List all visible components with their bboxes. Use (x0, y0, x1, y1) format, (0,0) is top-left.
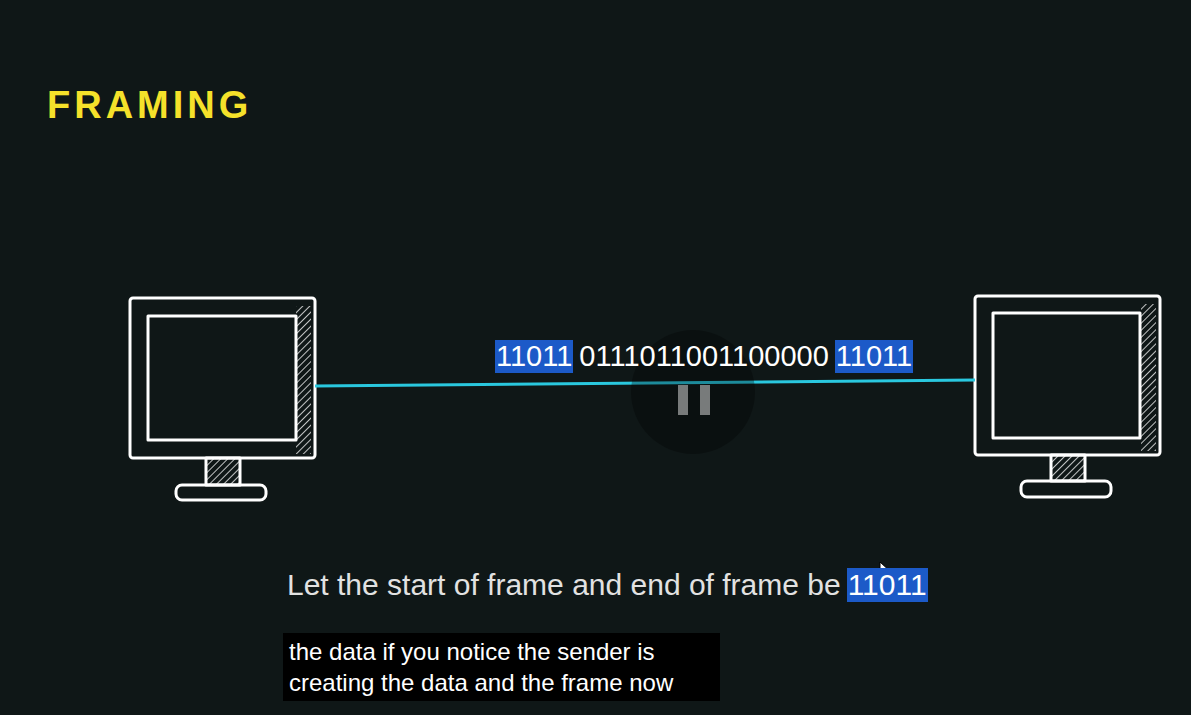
sender-monitor (130, 298, 315, 500)
explanation-text: Let the start of frame and end of frame … (287, 568, 841, 602)
frame-delimiter: 11011 (847, 568, 928, 602)
label-row: 11011011101100110000011011 (495, 340, 913, 373)
video-subtitle: the data if you notice the sender is cre… (283, 633, 720, 701)
slide-title: FRAMING (47, 84, 252, 127)
label-row: Let the start of frame and end of frame … (287, 568, 928, 602)
frame-delimiter: 11011 (835, 340, 913, 373)
frame-delimiter: 11011 (495, 340, 573, 373)
receiver-monitor (975, 296, 1160, 497)
frame-data: 0111011001100000 (579, 340, 828, 373)
